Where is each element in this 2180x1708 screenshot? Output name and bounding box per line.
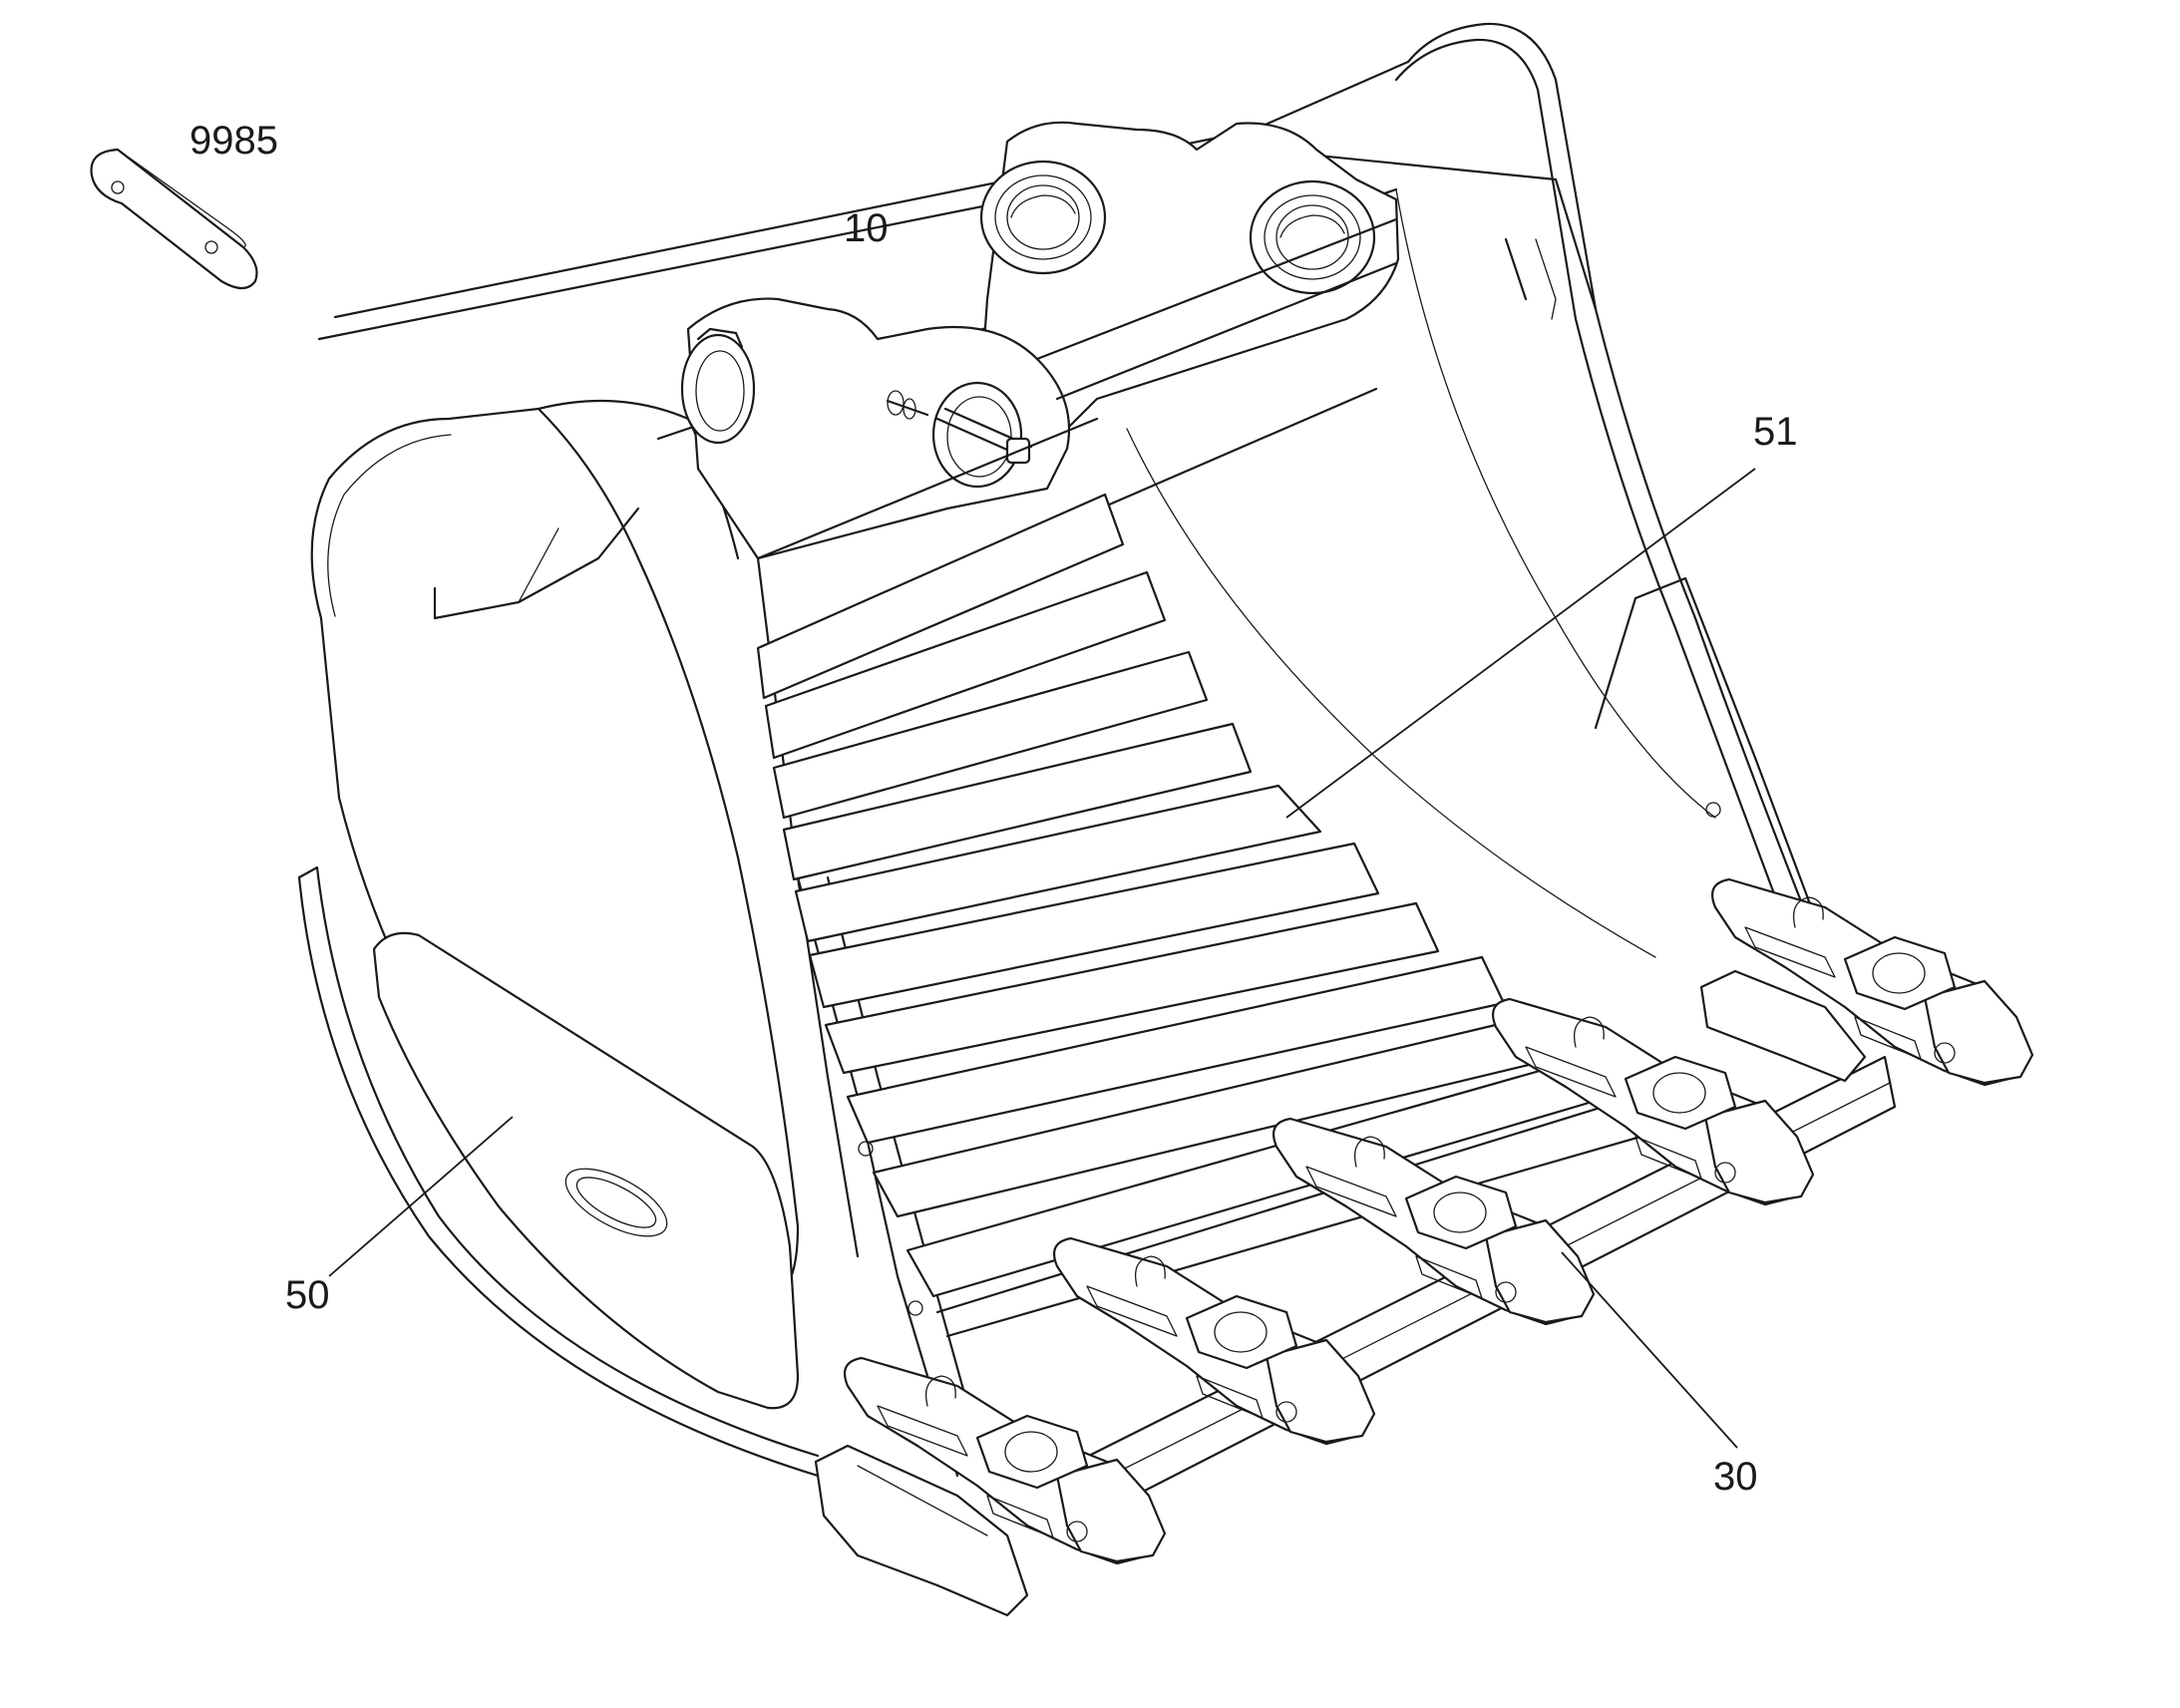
bucket-tooth	[1711, 877, 2034, 1087]
side-cutter-right	[1699, 969, 1867, 1083]
callout-50: 50	[285, 1273, 330, 1317]
callout-30: 30	[1713, 1455, 1758, 1499]
wear-strips-51	[756, 493, 1677, 1338]
callout-10: 10	[844, 206, 889, 250]
bucket-teeth	[844, 877, 2034, 1565]
bucket-tooth	[1492, 997, 1815, 1206]
front-boss-left	[680, 327, 756, 445]
callout-9985: 9985	[189, 119, 278, 163]
bucket-tooth	[1272, 1117, 1596, 1326]
plate-9985	[90, 148, 258, 290]
rear-bushing-left	[979, 160, 1107, 275]
hitch-assembly-10	[680, 121, 1400, 560]
leader-lines	[328, 468, 1756, 1449]
side-cutter-left	[814, 1444, 1029, 1617]
bucket-tooth	[844, 1356, 1167, 1565]
rear-bushing-right	[1249, 179, 1376, 295]
grease-fitting	[886, 390, 929, 420]
bucket-tooth	[1053, 1236, 1376, 1446]
callout-51: 51	[1753, 410, 1798, 454]
